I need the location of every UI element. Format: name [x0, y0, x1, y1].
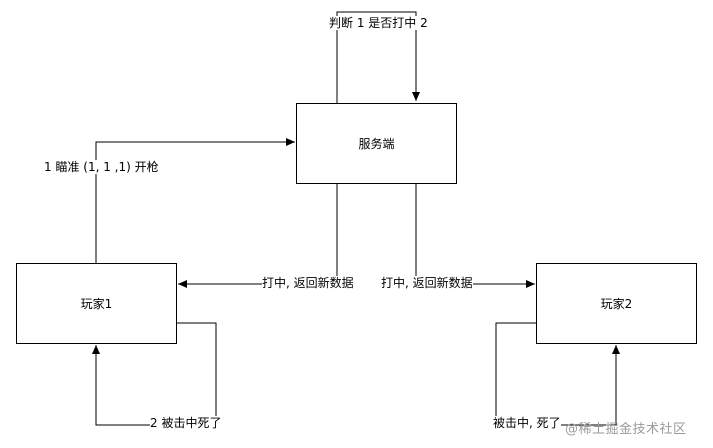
edge-label-hit-return-left: 打中, 返回新数据: [262, 276, 354, 290]
edge-server-to-player2: [415, 183, 535, 288]
edge-label-aim-fire: 1 瞄准 (1, 1 ,1) 开枪: [44, 160, 159, 174]
player2-node: 玩家2: [536, 263, 697, 344]
player1-node: 玩家1: [16, 263, 177, 344]
edge-server-to-player1: [178, 183, 338, 288]
server-label: 服务端: [358, 137, 395, 151]
edge-server-check-loop: [336, 11, 420, 103]
edge-label-check-hit: 判断 1 是否打中 2: [329, 16, 428, 30]
player1-label: 玩家1: [80, 297, 113, 311]
edge-label-p2-self-dead: 被击中, 死了: [493, 416, 561, 430]
edge-label-hit-return-right: 打中, 返回新数据: [381, 276, 473, 290]
edge-label-p2-hit-dead: 2 被击中死了: [150, 416, 222, 430]
edge-player1-to-server: [95, 138, 295, 263]
player2-label: 玩家2: [600, 297, 633, 311]
server-node: 服务端: [296, 103, 457, 184]
watermark: @稀土掘金技术社区: [565, 422, 687, 437]
